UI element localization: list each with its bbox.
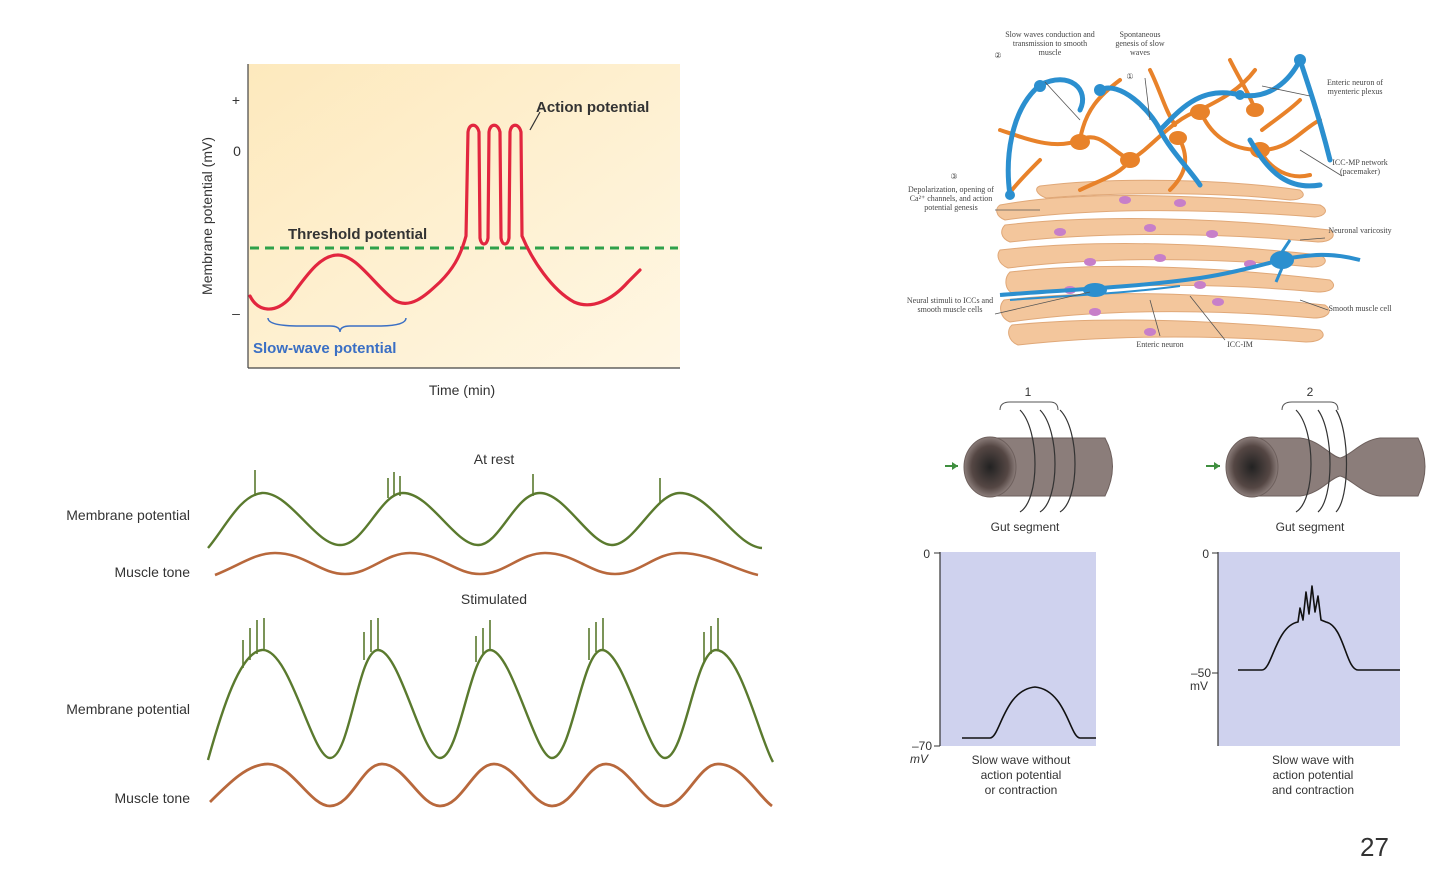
gut-right-bracket	[1281, 401, 1339, 411]
gut-left-caption-1: Slow wave without	[972, 753, 1071, 767]
gut-left-y-0: 0	[923, 547, 930, 561]
gut-left-caption-3: or contraction	[985, 783, 1058, 797]
label-neuronal-varicosity: Neuronal varicosity	[1328, 226, 1391, 235]
label-neural-stimuli: Neural stimuli to ICCs and smooth muscle…	[907, 296, 993, 314]
ap-y-tick-zero: 0	[233, 143, 241, 159]
traces-panel: At rest Membrane potential Muscle tone S…	[66, 451, 775, 808]
gut-left-tube-opening	[963, 436, 1017, 498]
step-1-marker: ①	[1126, 72, 1133, 81]
gut-right-tube	[1251, 437, 1426, 497]
gut-left-label: Gut segment	[991, 520, 1060, 534]
label-enteric-myenteric: Enteric neuron of myenteric plexus	[1327, 78, 1383, 96]
stim-spikes	[242, 618, 719, 668]
gut-left-tube	[989, 437, 1113, 497]
ap-trace	[248, 123, 642, 311]
neuron-varicosities-top	[1005, 54, 1306, 200]
gut-right-caption-1: Slow wave with	[1272, 753, 1354, 767]
ap-y-tick-plus: +	[232, 92, 240, 108]
gut-right-caption-3: and contraction	[1272, 783, 1354, 797]
slow-wave-label: Slow-wave potential	[253, 340, 396, 357]
ap-y-tick-minus: –	[232, 305, 240, 321]
step-3-marker: ③	[950, 172, 957, 181]
gut-right-slow-wave	[1238, 585, 1400, 671]
label-icc-mp: ICC-MP network (pacemaker)	[1332, 158, 1387, 176]
gut-left-rings	[1019, 409, 1076, 513]
label-depolarization: Depolarization, opening of Ca²⁺ channels…	[908, 185, 994, 212]
stim-membrane-label: Membrane potential	[66, 701, 190, 717]
enteric-neurons-top	[1005, 57, 1333, 198]
step-2-marker: ②	[994, 51, 1001, 60]
gut-right-rings	[1295, 409, 1348, 513]
gut-panel-right: 2 Gut segment 0 –50 mV Slow wave with ac…	[1190, 385, 1426, 797]
gut-right-y-50: –50	[1191, 666, 1211, 680]
gut-left-plot-bg	[940, 552, 1096, 746]
stim-tone-trace	[209, 762, 773, 808]
threshold-label: Threshold potential	[288, 226, 427, 243]
icc-leader-lines	[994, 77, 1343, 341]
icc-panel: ② ① ③ Slow waves conduction and transmis…	[907, 30, 1392, 349]
gut-right-tube-opening	[1225, 436, 1279, 498]
stim-membrane-trace	[206, 648, 775, 763]
gut-right-y-0: 0	[1202, 547, 1209, 561]
deep-neuron-and-icc-im	[999, 239, 1361, 301]
rest-tone-trace	[214, 551, 759, 577]
gut-left-y-70: –70	[912, 739, 932, 753]
gut-panel-left: 1 Gut segment 0 –70 mV Slow wave without…	[910, 385, 1113, 797]
rest-membrane-label: Membrane potential	[66, 507, 190, 523]
at-rest-title: At rest	[474, 451, 515, 467]
rest-membrane-trace	[207, 491, 763, 550]
ap-callout-line	[529, 111, 541, 131]
gut-right-number: 2	[1307, 385, 1314, 399]
ap-x-axis-label: Time (min)	[429, 382, 495, 398]
label-icc-im: ICC-IM	[1227, 340, 1253, 349]
label-enteric-neuron: Enteric neuron	[1136, 340, 1183, 349]
gut-left-number: 1	[1025, 385, 1032, 399]
gut-right-label: Gut segment	[1276, 520, 1345, 534]
label-spontaneous: Spontaneous genesis of slow waves	[1115, 30, 1164, 57]
ap-y-axis-label: Membrane potential (mV)	[199, 137, 215, 295]
label-smooth-muscle: Smooth muscle cell	[1328, 304, 1391, 313]
gut-right-plot-bg	[1218, 552, 1400, 746]
gut-left-slow-wave	[962, 686, 1096, 739]
ap-plot-background	[248, 64, 680, 368]
gut-left-arrowhead	[952, 462, 958, 470]
action-potential-label: Action potential	[536, 99, 649, 116]
gut-right-caption-2: action potential	[1273, 768, 1354, 782]
icc-cell-bodies	[1070, 103, 1270, 168]
label-slow-waves-conduction: Slow waves conduction and transmission t…	[1005, 30, 1095, 57]
page-number: 27	[1360, 832, 1389, 862]
ap-panel: + 0 – Membrane potential (mV) Time (min)…	[199, 64, 680, 398]
gut-left-y-unit: mV	[910, 752, 929, 766]
gut-left-bracket	[999, 401, 1059, 411]
rest-tone-label: Muscle tone	[115, 564, 191, 580]
slow-wave-bracket	[267, 317, 407, 333]
rest-spikes	[254, 470, 661, 502]
stimulated-title: Stimulated	[461, 591, 527, 607]
gut-right-y-unit: mV	[1190, 679, 1208, 693]
gut-left-caption-2: action potential	[981, 768, 1062, 782]
gut-right-arrowhead	[1214, 462, 1220, 470]
stim-tone-label: Muscle tone	[115, 790, 191, 806]
muscle-nuclei	[1054, 196, 1256, 336]
